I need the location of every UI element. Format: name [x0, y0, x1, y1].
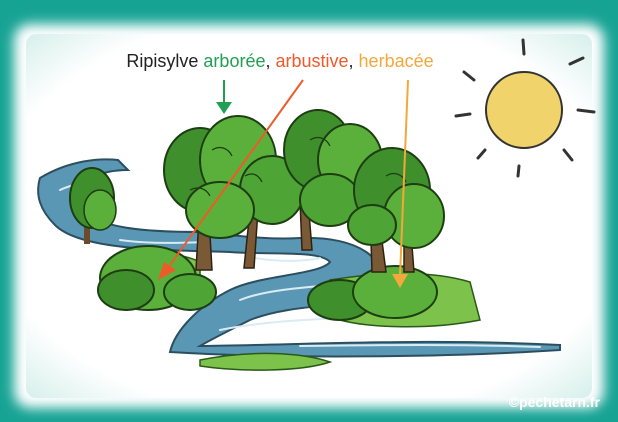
label-arboree: arborée	[203, 51, 265, 71]
title-prefix: Ripisylve	[126, 51, 203, 71]
title-sep-2: ,	[349, 51, 359, 71]
diagram-title: Ripisylve arborée, arbustive, herbacée	[0, 51, 560, 72]
label-herbacee: herbacée	[359, 51, 434, 71]
label-arbustive: arbustive	[275, 51, 348, 71]
credit-watermark: ©pechetarn.fr	[509, 394, 600, 410]
title-sep-1: ,	[265, 51, 275, 71]
